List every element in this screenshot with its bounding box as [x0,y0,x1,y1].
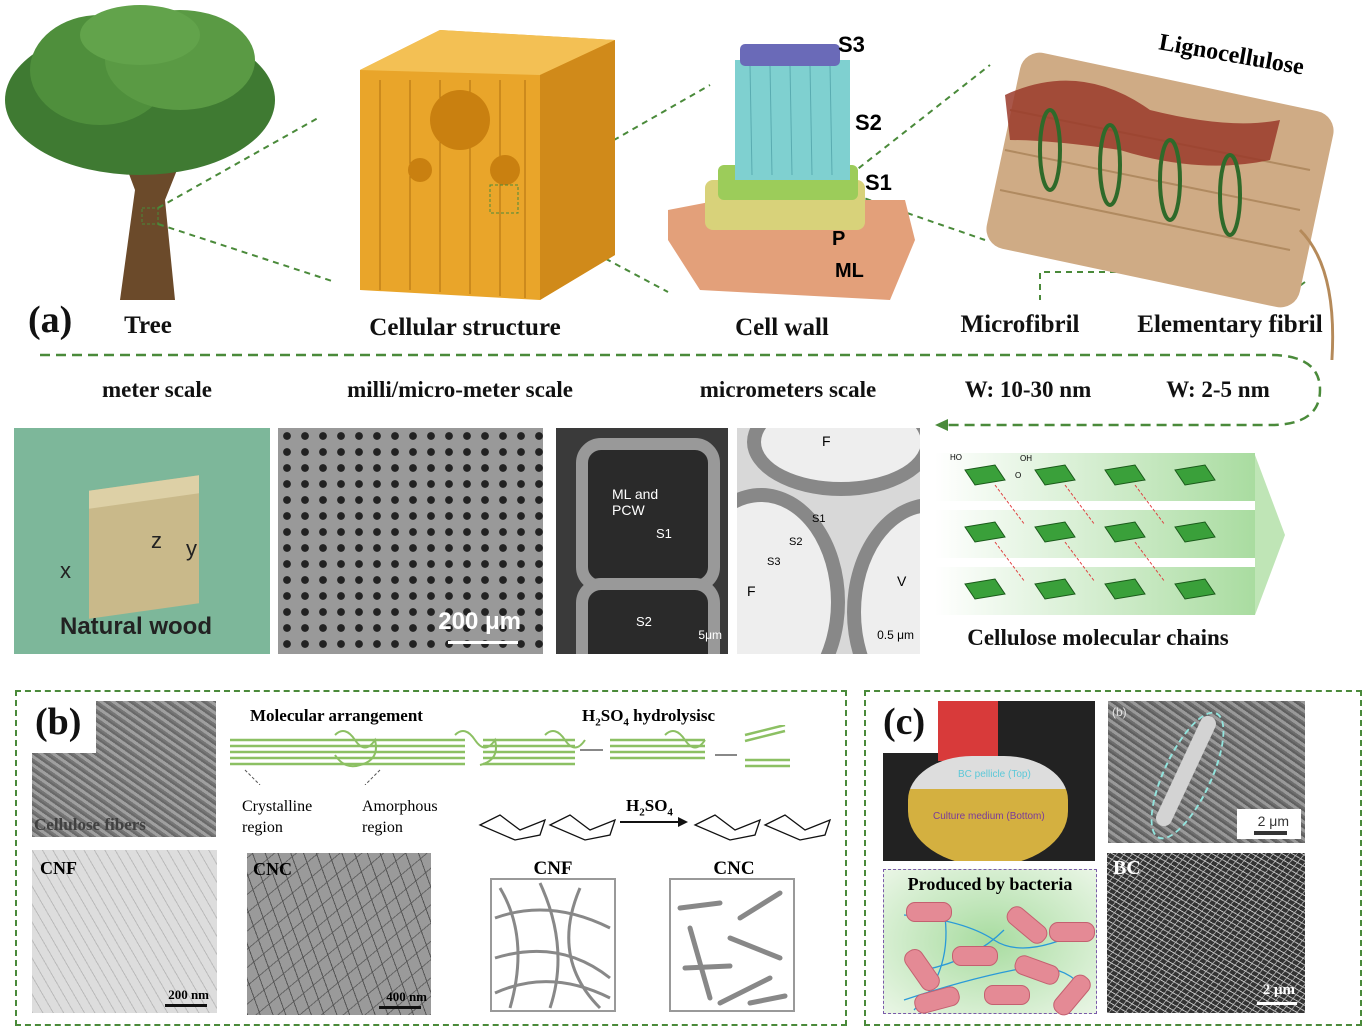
panel-b [15,690,847,1026]
bc-sem-image: BC 2 μm [1107,853,1305,1013]
label-cell-wall: Cell wall [735,314,829,341]
s3-label: S3 [767,556,781,568]
reagent-label: H2SO4 [626,796,673,819]
scalebar-label: 2 μm [1257,813,1289,829]
layer-s3: S3 [838,32,865,57]
layer-s1: S1 [865,170,892,195]
scalebar-label: 200 μm [438,608,521,635]
scale-elementary-width: W: 2-5 nm [1166,377,1270,402]
sem-cell-wall: ML and PCW S1 S2 5μm [556,428,728,654]
tem-cell-wall: F F V S1 S2 S3 0.5 μm [737,428,920,654]
f-label: F [747,583,756,599]
produced-by-bacteria-label: Produced by bacteria [907,874,1073,894]
cnf-cnc-schematics [490,878,795,1012]
top-illustrations [5,5,1335,360]
label-microfibril: Microfibril [960,311,1080,338]
layer-p: P [832,228,846,250]
scalebar-label: 200 nm [168,987,209,1002]
cellulose-chains-caption: Cellulose molecular chains [967,625,1229,650]
sem-cellular: 200 μm [278,428,543,654]
label-cellular-structure: Cellular structure [369,314,561,341]
medium-label: Culture medium (Bottom) [933,811,1045,822]
s2-label: S2 [636,614,652,629]
hydrolysis-reaction-diagram [478,814,832,841]
bacteria-illustration: Produced by bacteria [883,869,1097,1020]
cnf-tem-image: CNF 200 nm [32,850,217,1013]
natural-wood-photo: x z y Natural wood [14,428,270,654]
cellulose-chains-diagram: HO OH O [935,453,1285,615]
cnc-tem-image: CNC 400 nm [247,853,431,1015]
scale-milli-micro: milli/micro-meter scale [347,377,573,402]
oh-label: OH [1020,454,1032,463]
scalebar-label: 400 nm [386,989,427,1004]
molecular-arrangement-diagram [230,725,790,785]
scalebar-label: 0.5 μm [877,628,914,642]
label-elementary-fibril: Elementary fibril [1137,311,1323,338]
cellulose-fibers-sem: Cellulose fibers [32,701,216,837]
cnf-tem-label: CNF [40,858,77,878]
cnc-tem-label: CNC [253,859,292,879]
cellulose-fibers-label: Cellulose fibers [34,815,146,834]
sem-tag-label: (b) [1112,705,1127,719]
axis-x: x [60,558,71,583]
lignocellulose-illustration [986,52,1335,360]
axis-y: y [186,536,197,561]
v-label: V [897,573,907,589]
panel-c [864,690,1362,1026]
molecular-arrangement-title: Molecular arrangement [250,706,423,725]
scale-micrometers: micrometers scale [699,377,877,402]
crystalline-region-label: Crystalline region [242,798,313,836]
natural-wood-caption: Natural wood [60,613,213,640]
scale-divider [40,353,1322,431]
f-label: F [822,433,831,449]
scalebar-label: 5μm [698,628,722,642]
bacterium-sem-image: (b) 2 μm [1108,701,1305,843]
layer-ml: ML [835,260,864,282]
bc-label: BC [1113,857,1141,879]
layer-s2: S2 [855,110,882,135]
scale-meter: meter scale [101,377,213,402]
scale-microfibril-width: W: 10-30 nm [964,377,1092,402]
cnc-schematic-title: CNC [713,858,755,879]
panel-b-label: (b) [35,701,82,743]
cnf-schematic-title: CNF [533,858,573,879]
axis-z: z [151,528,162,553]
panel-c-label: (c) [883,701,926,743]
label-tree: Tree [124,312,172,339]
amorphous-region-label: Amorphous region [362,798,438,836]
tree-illustration [5,5,275,300]
hydrolysis-title: H2SO4 hydrolysisc [582,706,716,729]
s1-label: S1 [656,526,672,541]
cellular-structure-illustration [360,30,615,300]
panel-a-label: (a) [28,299,73,341]
cell-wall-illustration [668,44,915,300]
s1-label: S1 [812,513,826,525]
scalebar-label: 2 μm [1262,982,1295,998]
ho-label: HO [950,453,962,462]
o-label: O [1015,471,1021,480]
pellicle-label: BC pellicle (Top) [958,769,1031,780]
s2-label: S2 [789,536,803,548]
ml-pcw-label: ML and PCW [612,486,659,518]
